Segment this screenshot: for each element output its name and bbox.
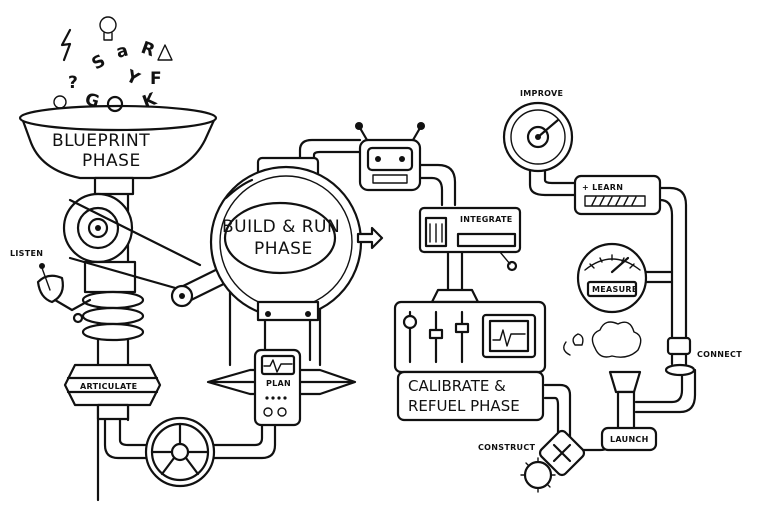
pipe-launch-connect: [634, 368, 684, 404]
listen-dish: LISTEN: [10, 249, 92, 324]
construct-gears: CONSTRUCT: [478, 429, 586, 493]
build-run-label-2: PHASE: [254, 239, 313, 259]
plan-capsule: PLAN: [206, 348, 357, 427]
slider-knob: [454, 322, 470, 334]
connect-label: CONNECT: [697, 350, 742, 359]
plan-label: PLAN: [266, 379, 291, 388]
robot-box: [355, 122, 425, 192]
svg-text:G: G: [83, 90, 102, 113]
svg-text:F: F: [150, 69, 162, 89]
build-run-label: BUILD & RUN: [222, 217, 340, 237]
pipe-bottom-right: [208, 423, 277, 460]
improve-gauge: IMPROVE: [502, 89, 574, 173]
articulate-label: ARTICULATE: [80, 382, 137, 391]
monitor-wave-icon: [492, 329, 526, 347]
meter-needle-icon: [610, 256, 630, 274]
slider-knob: [402, 314, 418, 330]
pipes: [96, 138, 697, 502]
integrate-label: INTEGRATE: [460, 215, 513, 224]
launch-unit: LAUNCH: [563, 321, 658, 452]
blueprint-label-2: PHASE: [82, 151, 141, 171]
ideas-icons: a R S Y F ? G K: [53, 16, 173, 113]
pipe-to-integrate: [418, 163, 457, 207]
integrate-unit: INTEGRATE: [418, 206, 522, 272]
svg-text:?: ?: [68, 73, 78, 93]
learn-tube: + LEARN: [573, 174, 662, 216]
measure-gauge: MEASURE: [576, 242, 648, 314]
svg-text:S: S: [89, 51, 110, 74]
calibrate-label: CALIBRATE &: [408, 377, 506, 395]
gauge-needle-icon: [536, 118, 560, 139]
pipe-bottom-left: [103, 416, 152, 460]
gear-icon: [520, 457, 556, 493]
pulse-icon: [263, 359, 293, 373]
plug-icon: [670, 352, 688, 366]
learn-label: + LEARN: [582, 183, 623, 192]
connect-plug: CONNECT: [664, 336, 742, 377]
left-gear-assembly: ARTICULATE: [62, 192, 250, 421]
calibrate-label-2: REFUEL PHASE: [408, 397, 520, 415]
key-knob-icon: [356, 226, 384, 250]
improve-label: IMPROVE: [520, 89, 563, 98]
blueprint-label: BLUEPRINT: [52, 131, 150, 151]
slider-knob: [428, 328, 444, 340]
bottom-wheel: [144, 416, 216, 488]
satellite-dish-icon: [36, 274, 64, 304]
listen-label: LISTEN: [10, 249, 43, 258]
lightning-icon: [60, 28, 72, 62]
measure-label: MEASURE: [592, 285, 638, 294]
calibrate-refuel-machine: CALIBRATE & REFUEL PHASE: [393, 288, 547, 422]
launch-label: LAUNCH: [610, 435, 649, 444]
svg-text:a: a: [114, 41, 130, 63]
svg-text:Y: Y: [122, 66, 143, 90]
pipe-build-top: [298, 138, 362, 172]
pipe-calibrate-right: [543, 383, 572, 447]
svg-text:R: R: [138, 38, 157, 61]
steam-cloud-icon: [591, 321, 642, 358]
construct-label: CONSTRUCT: [478, 443, 536, 452]
pipe-right-column: [658, 198, 674, 347]
build-run-machine: BUILD & RUN PHASE: [209, 156, 384, 322]
lightbulb-icon: [99, 16, 117, 34]
blueprint-funnel: BLUEPRINT PHASE: [18, 104, 218, 196]
